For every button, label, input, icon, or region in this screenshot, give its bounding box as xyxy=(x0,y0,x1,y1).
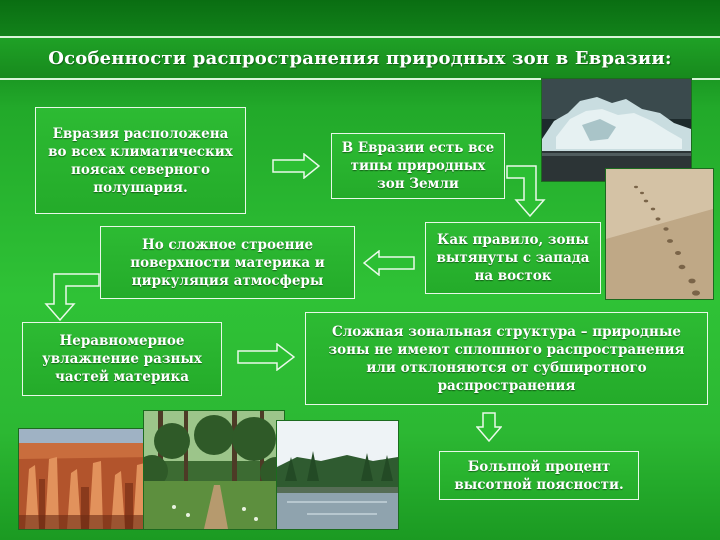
arrow-right-icon xyxy=(237,343,295,371)
arrow-bend-down-icon xyxy=(44,273,100,322)
box-complex-structure-text: Но сложное строение поверхности материка… xyxy=(130,236,325,289)
box-climate-belts: Евразия расположена во всех климатически… xyxy=(35,107,246,214)
arrow-right-icon xyxy=(272,153,320,179)
arrow-left-icon xyxy=(363,250,415,276)
canyon-photo xyxy=(18,428,158,530)
arrow-down-icon xyxy=(476,412,502,442)
box-zonal-structure: Сложная зональная структура – природные … xyxy=(305,312,708,405)
river-photo xyxy=(276,420,399,530)
box-altitudinal-zonation: Большой процент высотной поясности. xyxy=(439,451,639,500)
box-all-zones: В Евразии есть все типы природных зон Зе… xyxy=(331,133,505,199)
box-west-east-text: Как правило, зоны вытянуты с запада на в… xyxy=(436,232,590,284)
page-title: Особенности распространения природных зо… xyxy=(48,47,672,69)
forest-path-photo xyxy=(143,410,285,530)
box-uneven-moisture: Неравномерное увлажнение разных частей м… xyxy=(22,322,222,396)
box-west-east: Как правило, зоны вытянуты с запада на в… xyxy=(425,222,601,294)
box-climate-belts-text: Евразия расположена во всех климатически… xyxy=(48,125,233,196)
iceberg-photo xyxy=(541,78,692,182)
arrow-bend-down-icon xyxy=(506,165,546,218)
title-bar: Особенности распространения природных зо… xyxy=(0,36,720,80)
box-complex-structure: Но сложное строение поверхности материка… xyxy=(100,226,355,299)
box-all-zones-text: В Евразии есть все типы природных зон Зе… xyxy=(341,140,495,192)
box-uneven-moisture-text: Неравномерное увлажнение разных частей м… xyxy=(42,333,202,385)
box-zonal-structure-text: Сложная зональная структура – природные … xyxy=(328,323,685,394)
desert-footprints-photo xyxy=(605,168,714,300)
box-altitudinal-zonation-text: Большой процент высотной поясности. xyxy=(454,458,624,493)
